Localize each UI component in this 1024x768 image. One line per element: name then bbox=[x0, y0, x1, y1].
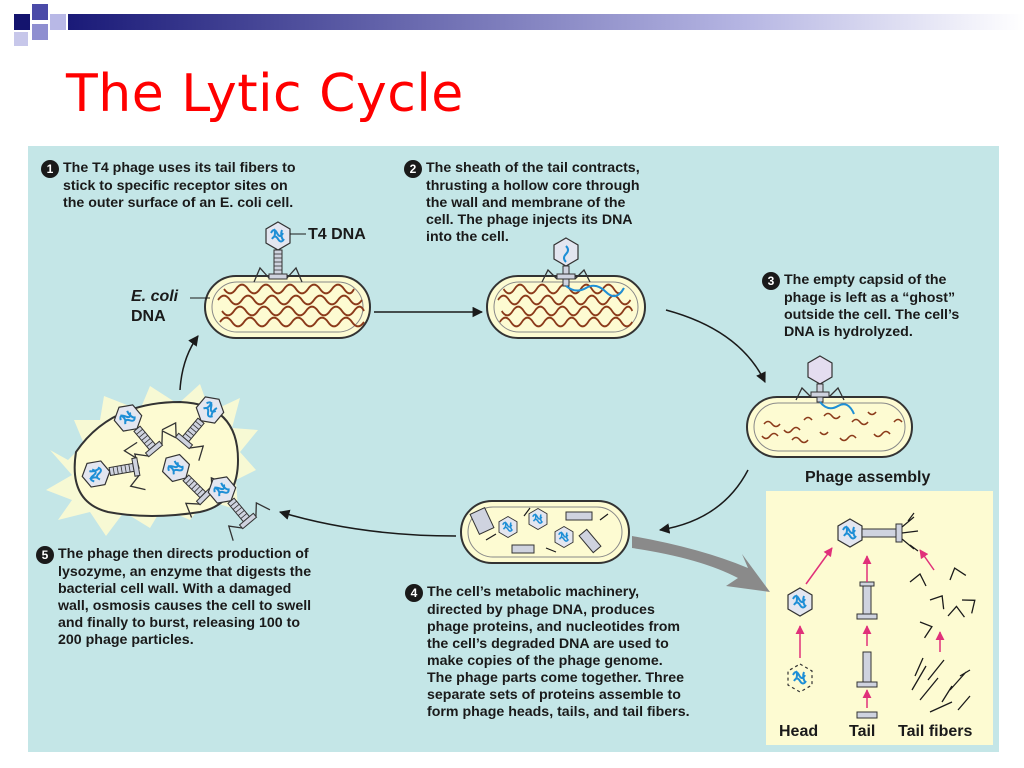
ecoli-cell-3 bbox=[746, 396, 913, 458]
corner-square-navy bbox=[14, 14, 30, 30]
synthesis-stage bbox=[460, 500, 630, 564]
head-label: Head bbox=[779, 723, 819, 740]
head-column bbox=[787, 547, 833, 693]
assembly-parts bbox=[787, 512, 981, 719]
tail-fibers-label: Tail fibers bbox=[898, 723, 973, 740]
assembly-big-arrow bbox=[632, 536, 770, 592]
slide-title: The Lytic Cycle bbox=[66, 64, 464, 124]
corner-square-lavender bbox=[32, 24, 48, 40]
arrow-5-to-1 bbox=[179, 335, 199, 391]
attachment-stage bbox=[190, 222, 371, 339]
arrow-2-to-3 bbox=[665, 309, 766, 383]
injection-stage bbox=[486, 237, 646, 339]
lysis-stage bbox=[46, 384, 270, 541]
arrow-3-to-4 bbox=[658, 469, 749, 534]
phage-injecting bbox=[541, 237, 625, 298]
step-2-number: 2 bbox=[404, 160, 422, 178]
corner-square-blue bbox=[32, 4, 48, 20]
step-3-number: 3 bbox=[762, 272, 780, 290]
arrow-4-to-5 bbox=[278, 509, 457, 537]
phage-ghost bbox=[795, 355, 855, 415]
t4-dna-label: T4 DNA bbox=[308, 226, 366, 243]
step-5-number: 5 bbox=[36, 546, 54, 564]
phage-attached bbox=[254, 222, 302, 282]
header-gradient-bar bbox=[68, 14, 1024, 30]
tail-column bbox=[856, 555, 878, 719]
tail-fibers-column bbox=[909, 549, 981, 713]
ghost-stage bbox=[746, 355, 913, 458]
tail-label: Tail bbox=[849, 723, 876, 740]
cycle-arrows bbox=[179, 306, 770, 592]
assembled-phage bbox=[837, 512, 919, 552]
corner-square-pale bbox=[14, 32, 28, 46]
dna-label: DNA bbox=[131, 308, 166, 325]
phage-assembly-label: Phage assembly bbox=[805, 469, 931, 486]
step-1-number: 1 bbox=[41, 160, 59, 178]
ecoli-label: E. coli bbox=[131, 288, 179, 305]
corner-square-light bbox=[50, 14, 66, 30]
step-4-number: 4 bbox=[405, 584, 423, 602]
